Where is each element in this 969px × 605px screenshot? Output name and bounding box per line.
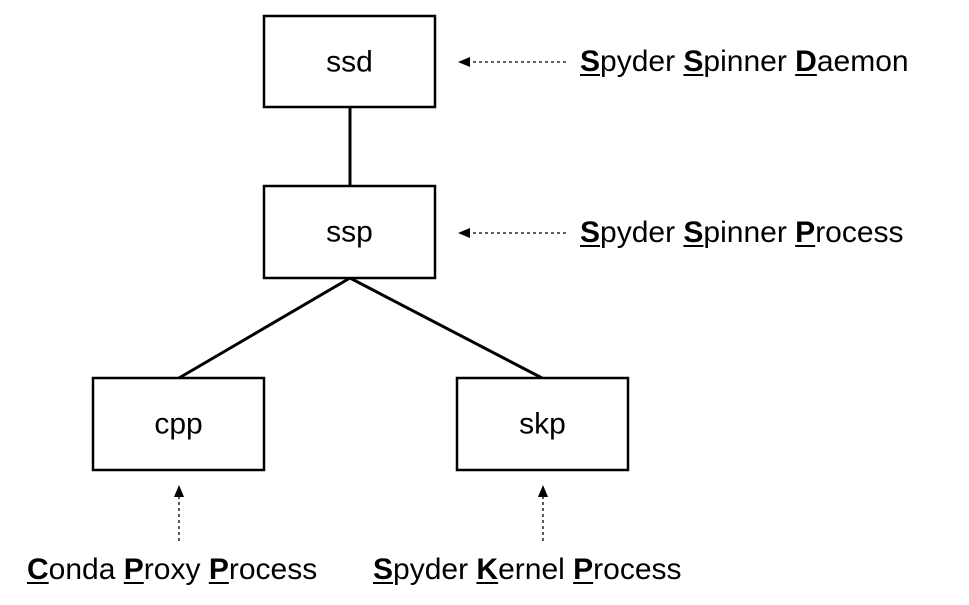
annotation-cpp: Conda Proxy Process [27,552,317,588]
annotation-word: Process [795,216,904,249]
annotation-initial: S [373,553,394,586]
annotation-initial: P [573,553,594,586]
edge-ssp-skp [349,276,543,380]
annotation-initial: S [580,216,601,249]
node-skp: skp [455,376,630,472]
annotation-initial: P [208,553,229,586]
node-cpp: cpp [91,376,266,472]
annotation-word: Conda [27,553,116,586]
annotation-initial: C [27,553,49,586]
node-ssd-label: ssd [326,46,373,79]
annotation-skp: Spyder Kernel Process [373,552,682,588]
annotation-initial: P [123,553,144,586]
annotation-word: Spyder [580,45,676,78]
pointer-arrow-skp [538,485,548,541]
node-cpp-label: cpp [154,408,202,441]
annotation-initial: K [476,553,499,586]
annotation-ssd: Spyder Spinner Daemon [580,44,909,80]
pointer-arrow-cpp [174,485,184,541]
annotation-word: Spyder [373,553,469,586]
annotation-initial: S [580,45,601,78]
annotation-initial: S [683,216,704,249]
annotation-word: Process [573,553,682,586]
annotation-word: Spinner [683,45,787,78]
annotation-initial: D [795,45,817,78]
node-ssp: ssp [262,184,437,280]
edge-ssp-cpp [178,276,351,380]
annotation-word: Spyder [580,216,676,249]
annotation-word: Proxy [123,553,201,586]
annotation-word: Spinner [683,216,787,249]
pointer-arrow-ssd [458,57,566,67]
annotation-word: Kernel [476,553,565,586]
node-ssp-label: ssp [326,216,373,249]
node-ssd: ssd [262,14,437,109]
annotation-word: Daemon [795,45,909,78]
pointer-arrow-ssp [458,228,566,238]
annotation-initial: P [795,216,816,249]
annotation-word: Process [208,553,318,586]
annotation-initial: S [683,45,704,78]
node-skp-label: skp [519,408,566,441]
annotation-ssp: Spyder Spinner Process [580,215,904,251]
